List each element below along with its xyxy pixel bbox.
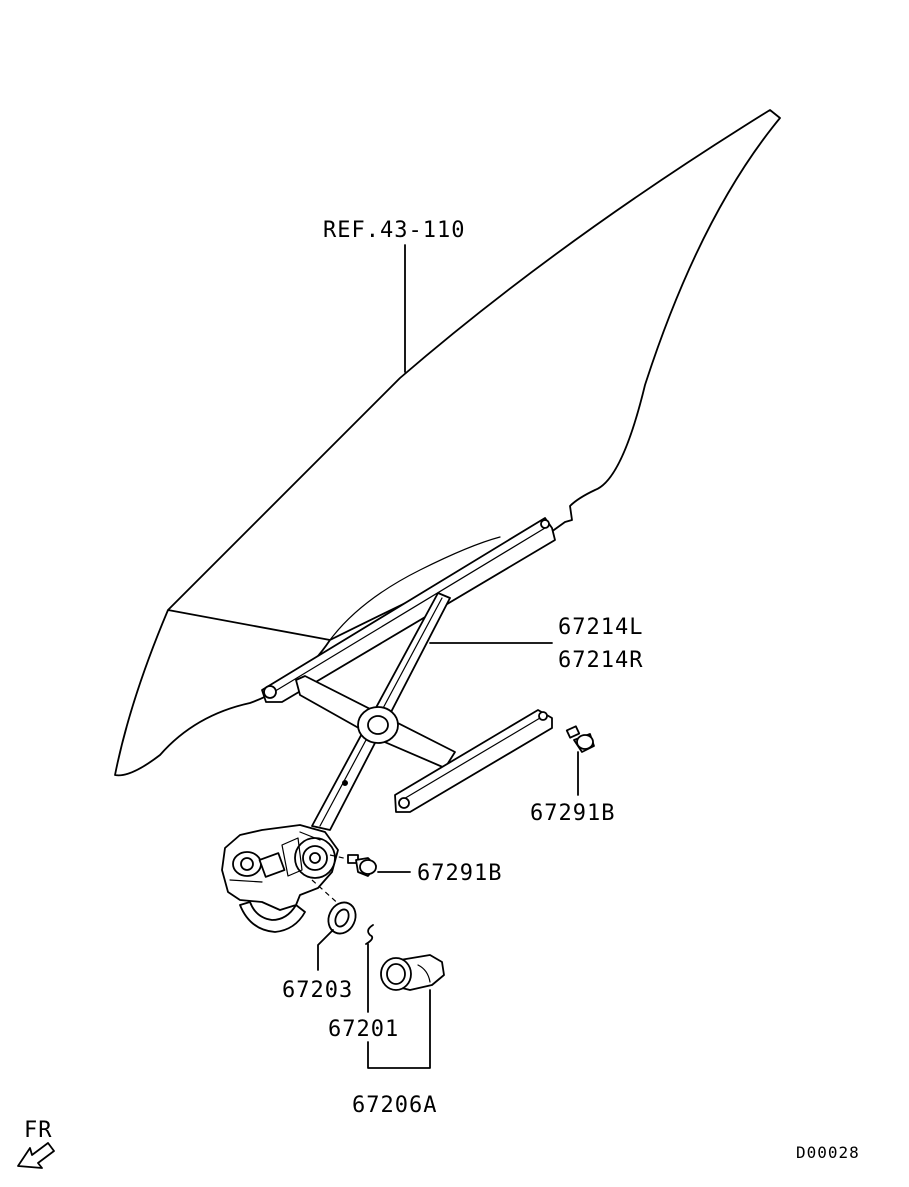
- label-clip: 67201: [328, 1017, 399, 1042]
- leader-handle-set: [367, 989, 431, 1069]
- label-washer: 67203: [282, 978, 353, 1003]
- bolt-lower-icon: [347, 854, 377, 877]
- door-glass-outline: [114, 109, 781, 777]
- label-ref: REF.43-110: [323, 218, 465, 243]
- glass-lower-edge: [329, 536, 501, 641]
- label-regulator-right: 67214R: [558, 648, 643, 673]
- diagram-code: D00028: [796, 1143, 860, 1162]
- window-handle-icon: [380, 954, 445, 991]
- label-bolt-lower: 67291B: [417, 861, 502, 886]
- label-handle-set: 67206A: [352, 1093, 437, 1118]
- clip-icon: [365, 924, 374, 945]
- bolt-upper-icon: [565, 725, 595, 753]
- leader-washer: [317, 929, 334, 971]
- sector-gear: [239, 901, 306, 933]
- label-bolt-upper: 67291B: [530, 801, 615, 826]
- regulator-lower-rail: [394, 709, 553, 813]
- label-direction: FR: [24, 1118, 53, 1143]
- label-regulator-left: 67214L: [558, 615, 643, 640]
- washer-icon: [327, 901, 357, 935]
- arrow-down-left-icon: [17, 1142, 55, 1169]
